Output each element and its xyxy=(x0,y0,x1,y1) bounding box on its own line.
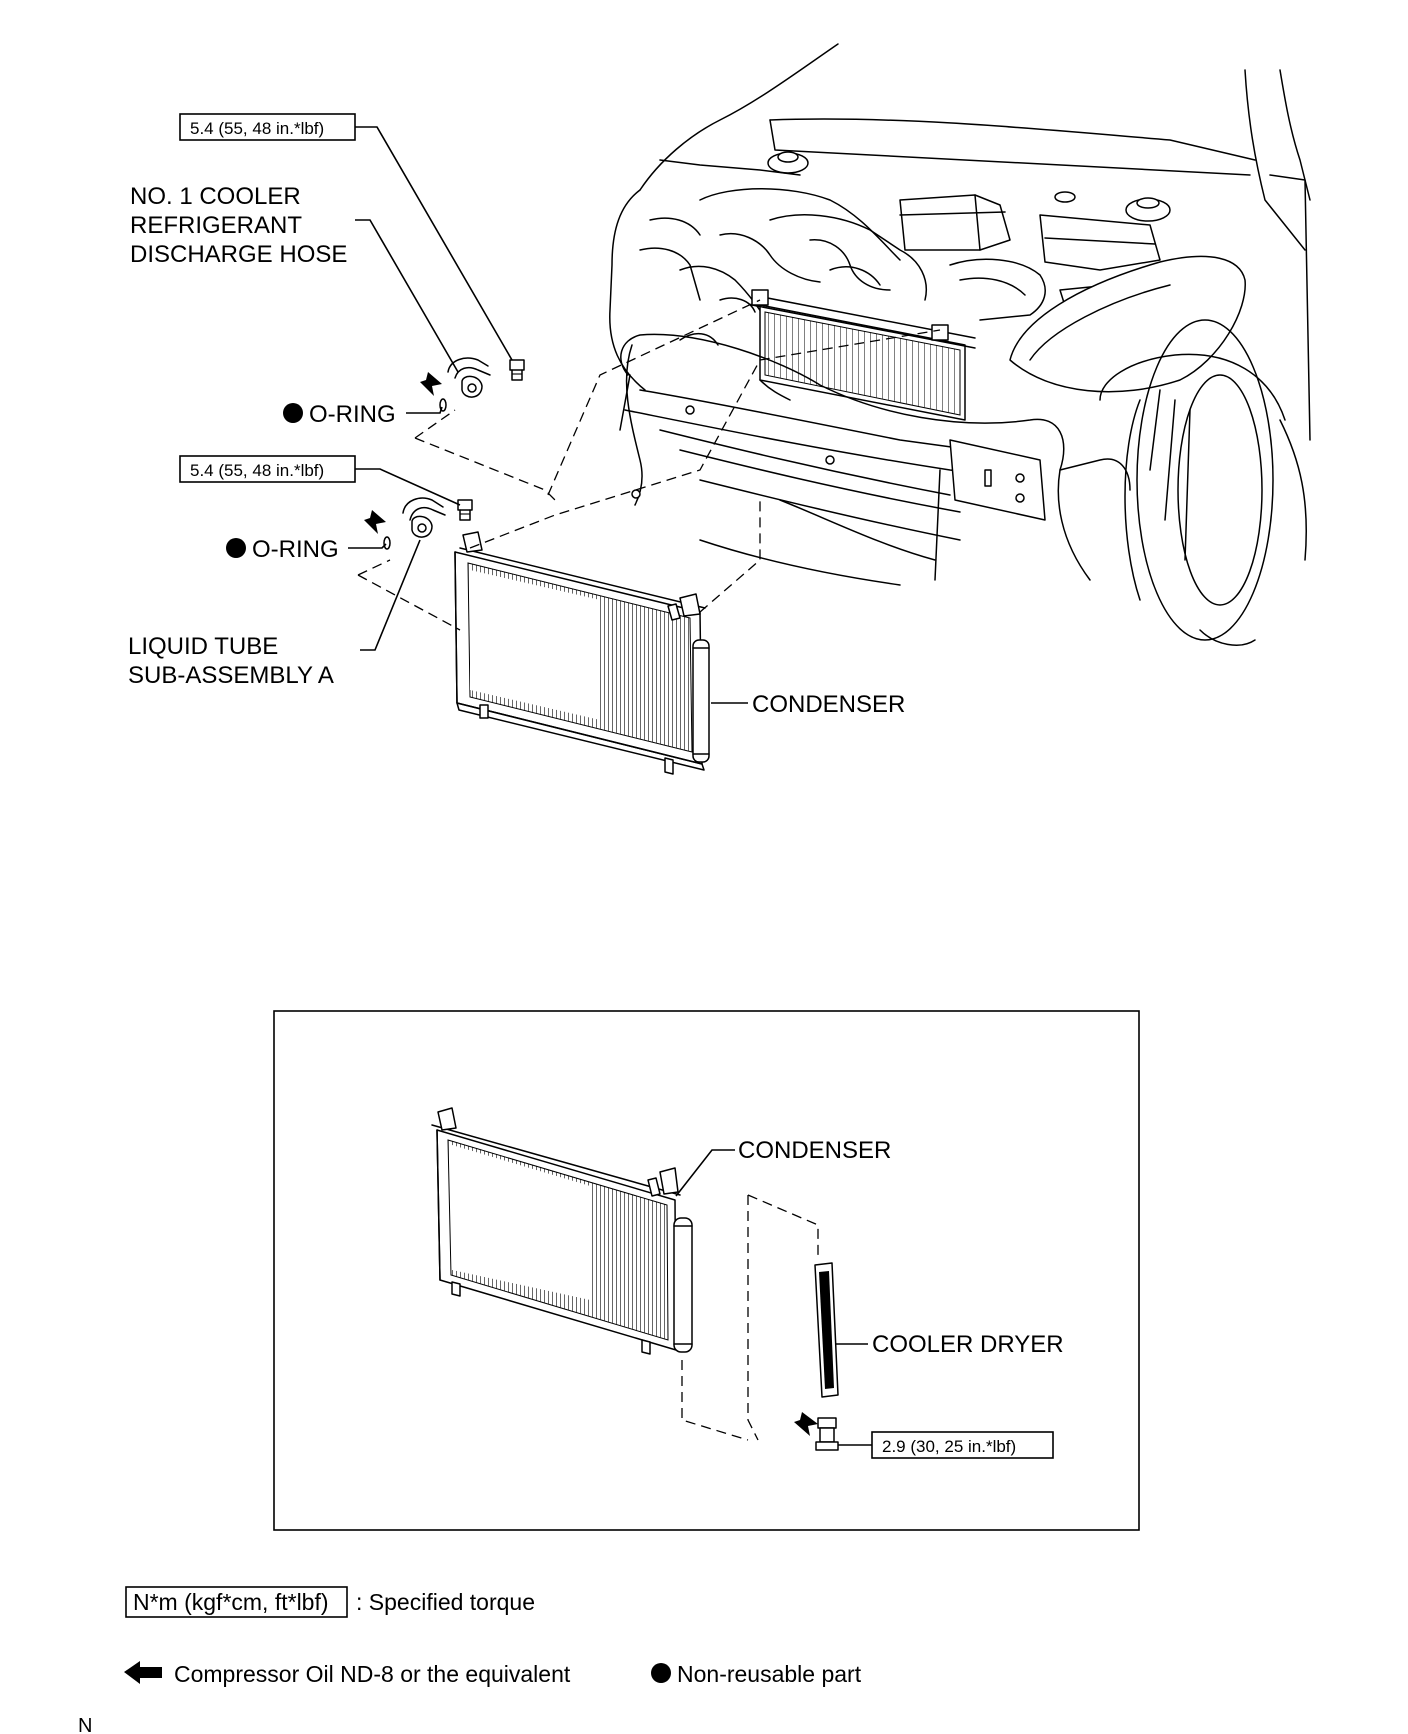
o-ring-bottom xyxy=(383,536,391,550)
non-reusable-bullet-icon xyxy=(226,538,246,558)
discharge-bolt xyxy=(509,359,525,381)
discharge-hose-line-3: DISCHARGE HOSE xyxy=(130,241,347,268)
torque-liquid-text: 5.4 (55, 48 in.*lbf) xyxy=(190,461,324,480)
liquid-tube-fitting xyxy=(402,497,446,538)
liquid-bolt xyxy=(457,499,473,521)
discharge-hose-line-2: REFRIGERANT xyxy=(130,212,302,239)
cooler-dryer-text: COOLER DRYER xyxy=(872,1331,1064,1358)
legend-torque: N*m (kgf*cm, ft*lbf) : Specified torque xyxy=(125,1586,535,1618)
vehicle-front-illustration xyxy=(609,43,1311,646)
torque-dryer-text: 2.9 (30, 25 in.*lbf) xyxy=(882,1437,1016,1456)
torque-box-dryer: 2.9 (30, 25 in.*lbf) xyxy=(838,1431,1054,1459)
dryer-plug xyxy=(794,1412,839,1451)
legend-oil: Compressor Oil ND-8 or the equivalent xyxy=(124,1661,571,1687)
discharge-hose-line-1: NO. 1 COOLER xyxy=(130,183,301,210)
left-arrow-icon xyxy=(124,1661,162,1684)
torque-box-liquid: 5.4 (55, 48 in.*lbf) xyxy=(179,455,461,506)
cooler-dryer-illustration xyxy=(814,1262,839,1398)
liquid-tube-line-1: LIQUID TUBE xyxy=(128,633,278,660)
label-cooler-dryer: COOLER DRYER xyxy=(836,1331,1064,1358)
inset-frame xyxy=(273,1010,1140,1531)
non-reusable-bullet-icon xyxy=(283,403,303,423)
condenser-top-illustration xyxy=(454,531,710,775)
label-o-ring-bottom: O-RING xyxy=(226,536,387,563)
condenser-inset-illustration xyxy=(431,1107,693,1355)
label-condenser-inset: CONDENSER xyxy=(675,1137,891,1197)
legend-oil-text: Compressor Oil ND-8 or the equivalent xyxy=(174,1661,571,1687)
oil-arrow-top xyxy=(420,372,442,396)
oil-arrow-bottom xyxy=(364,510,386,534)
torque-discharge-text: 5.4 (55, 48 in.*lbf) xyxy=(190,119,324,138)
condenser-top-text: CONDENSER xyxy=(752,691,905,718)
footer-code: N xyxy=(78,1715,92,1734)
torque-box-discharge: 5.4 (55, 48 in.*lbf) xyxy=(179,113,513,361)
legend-torque-box-text: N*m (kgf*cm, ft*lbf) xyxy=(133,1589,329,1615)
assembly-lines-top xyxy=(357,299,941,631)
assembly-lines-inset xyxy=(681,1194,819,1441)
label-condenser-top: CONDENSER xyxy=(711,691,905,718)
label-o-ring-top: O-RING xyxy=(283,401,443,428)
o-ring-top-text: O-RING xyxy=(309,401,396,428)
label-liquid-tube: LIQUID TUBE SUB-ASSEMBLY A xyxy=(128,539,421,689)
filled-circle-icon xyxy=(651,1663,671,1683)
label-discharge-hose: NO. 1 COOLER REFRIGERANT DISCHARGE HOSE xyxy=(130,183,459,373)
liquid-tube-line-2: SUB-ASSEMBLY A xyxy=(128,662,334,689)
condenser-inset-text: CONDENSER xyxy=(738,1137,891,1164)
legend-nonreusable-text: Non-reusable part xyxy=(677,1661,862,1687)
legend-nonreusable: Non-reusable part xyxy=(651,1661,862,1687)
o-ring-bottom-text: O-RING xyxy=(252,536,339,563)
discharge-hose-fitting xyxy=(447,357,491,398)
legend-torque-text: : Specified torque xyxy=(356,1589,535,1615)
